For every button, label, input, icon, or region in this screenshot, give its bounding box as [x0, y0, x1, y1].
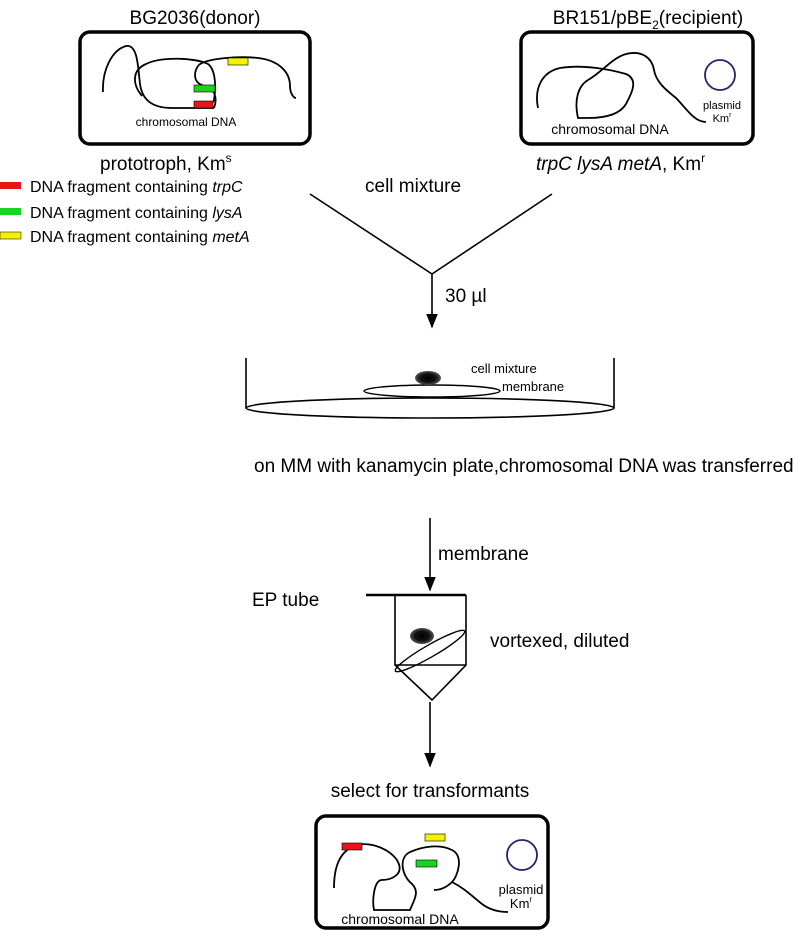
recipient-cell	[519, 30, 755, 146]
plate-membrane-label: membrane	[502, 379, 564, 394]
membrane-arrow-label: membrane	[438, 544, 529, 565]
legend-metA-swatch	[0, 231, 22, 240]
ep-tube	[366, 593, 467, 702]
transformant-plasmid-marker: Kmr	[510, 895, 533, 911]
tube-membrane	[394, 629, 466, 673]
transformant-chromosome-label: chromosomal DNA	[341, 911, 459, 927]
transformant-cell	[314, 814, 550, 930]
donor-chromosome	[102, 45, 297, 109]
membrane-disc	[363, 384, 501, 398]
plate-cell-mixture-label: cell mixture	[471, 361, 537, 376]
recipient-title: BR151/pBE2(recipient)	[553, 8, 743, 32]
volume-label: 30 µl	[445, 286, 487, 307]
recipient-chromosome	[536, 52, 707, 123]
legend: DNA fragment containing trpC DNA fragmen…	[0, 179, 250, 246]
transformant-chromosome	[333, 843, 509, 913]
transfer-note: on MM with kanamycin plate,chromosomal D…	[254, 456, 794, 477]
plate: cell mixture membrane	[245, 358, 615, 419]
tube-action-label: vortexed, diluted	[490, 631, 629, 652]
recipient-merge-line	[431, 193, 553, 275]
donor-trpC-fragment	[193, 100, 214, 109]
legend-lysA: DNA fragment containing lysA	[30, 205, 243, 222]
donor-merge-line	[309, 193, 433, 275]
donor-cell	[78, 30, 312, 146]
transformant-plasmid	[506, 839, 538, 871]
selection-label: select for transformants	[331, 781, 530, 802]
donor-title: BG2036(donor)	[130, 8, 261, 29]
transformant-plasmid-label: plasmid	[499, 882, 544, 897]
transformant-lysA-fragment	[415, 859, 438, 868]
transformant-trpC-fragment	[341, 842, 363, 851]
tube-cell-spot	[410, 628, 434, 644]
legend-trpC-swatch	[0, 182, 21, 189]
mixture-label: cell mixture	[365, 176, 461, 197]
donor-chromosome-label: chromosomal DNA	[136, 115, 237, 129]
recipient-plasmid	[704, 59, 736, 91]
legend-metA: DNA fragment containing metA	[30, 229, 250, 246]
legend-lysA-swatch	[0, 208, 21, 215]
donor-metA-fragment	[227, 57, 249, 66]
recipient-chromosome-label: chromosomal DNA	[551, 121, 669, 137]
transformant-metA-fragment	[424, 833, 446, 842]
recipient-genotype: trpC lysA metA, Kmr	[536, 151, 705, 175]
donor-phenotype: prototroph, Kms	[100, 151, 232, 175]
recipient-plasmid-marker: Kmr	[713, 112, 733, 125]
recipient-plasmid-label: plasmid	[703, 100, 741, 112]
legend-trpC: DNA fragment containing trpC	[30, 179, 243, 196]
cell-mixture-spot	[415, 371, 441, 385]
plate-base	[245, 397, 615, 419]
ep-tube-label: EP tube	[252, 590, 319, 611]
donor-lysA-fragment	[193, 84, 216, 93]
